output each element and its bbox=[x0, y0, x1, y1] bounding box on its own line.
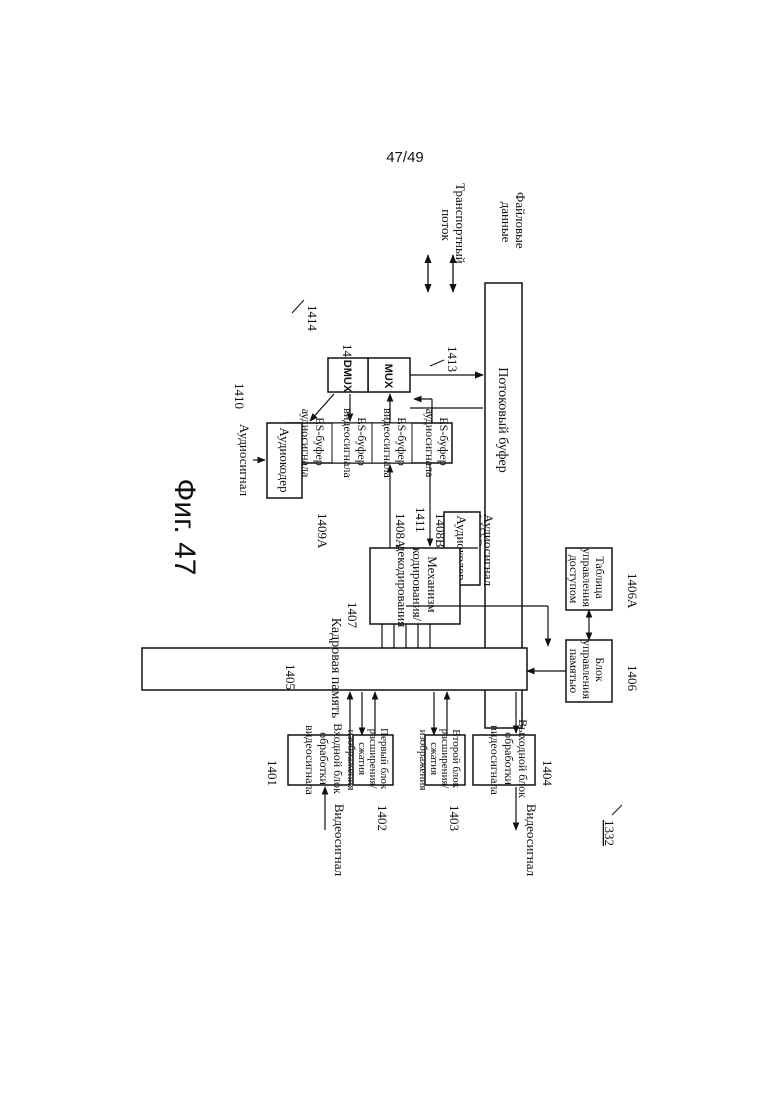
figure-ref: 1332 bbox=[602, 820, 617, 846]
ref-leader bbox=[430, 360, 444, 366]
input-processing-label: Входной блок обработки видеосигнала bbox=[303, 723, 345, 797]
scaler-2-label: Второй блок расширения/ сжатия изображен… bbox=[417, 729, 462, 792]
video-out-label: Видеосигнал bbox=[524, 804, 539, 877]
output-processing-label: Выходной блок обработки видеосигнала bbox=[488, 719, 530, 801]
es-video-buffer-b-label: ES-буфер видеосигнала bbox=[341, 408, 369, 478]
figure-ref-leader bbox=[612, 805, 622, 815]
audio-out-label: Аудиосигнал bbox=[481, 514, 496, 587]
audio-encoder-ref: 1410 bbox=[232, 383, 247, 409]
es-audio-buffer-b-label: ES-буфер аудиосигнала bbox=[299, 409, 327, 478]
audio-in-label: Аудиосигнал bbox=[237, 424, 252, 497]
output-processing-ref: 1404 bbox=[540, 760, 555, 787]
access-table-label: Таблица управления доступом bbox=[567, 548, 607, 610]
dmux-label: DMUX bbox=[341, 360, 353, 393]
scaler-2-ref: 1403 bbox=[447, 805, 462, 831]
input-processing-ref: 1401 bbox=[265, 760, 280, 786]
figure-title: Фиг. 47 bbox=[168, 479, 201, 576]
es-video-a-ref: 1408A bbox=[393, 513, 408, 549]
audio-encoder-label: Аудиокодер bbox=[277, 427, 292, 492]
frame-memory-label: Кадровая память bbox=[328, 618, 343, 719]
stream-buffer-label: Потоковый буфер bbox=[495, 367, 510, 473]
file-data-label: Файловые данные bbox=[499, 192, 528, 252]
es-audio-a-ref: 1409A bbox=[315, 513, 330, 549]
transport-stream-label: Транспортный поток bbox=[439, 183, 468, 267]
rotated-drawing: Фиг. 47 Файловые данные Транспортный пот… bbox=[142, 183, 640, 877]
mux-label: MUX bbox=[382, 364, 394, 389]
audio-decoder-ref: 1411 bbox=[413, 507, 428, 533]
video-in-label: Видеосигнал bbox=[332, 804, 347, 877]
scaler-1-ref: 1402 bbox=[375, 805, 390, 831]
dmux-ref: 1413 bbox=[445, 346, 460, 372]
memory-control-ref: 1406 bbox=[625, 665, 640, 692]
access-table-ref: 1406A bbox=[625, 573, 640, 609]
page-number: 47/49 bbox=[386, 149, 424, 166]
es-video-buffer-a-label: ES-буфер видеосигнала bbox=[381, 408, 409, 478]
codec-engine-ref: 1407 bbox=[345, 602, 360, 629]
frame-memory-ref: 1405 bbox=[283, 664, 298, 690]
ref-leader bbox=[292, 300, 304, 313]
scaler-1-label: Первый блок расширения/ сжатия изображен… bbox=[345, 728, 390, 792]
codec-engine-label: Механизм кодирования/ декодирования bbox=[395, 545, 440, 627]
stream-buffer-ref: 1414 bbox=[305, 305, 320, 332]
es-audio-buffer-a-label: ES-буфер аудиосигнала bbox=[423, 409, 451, 478]
